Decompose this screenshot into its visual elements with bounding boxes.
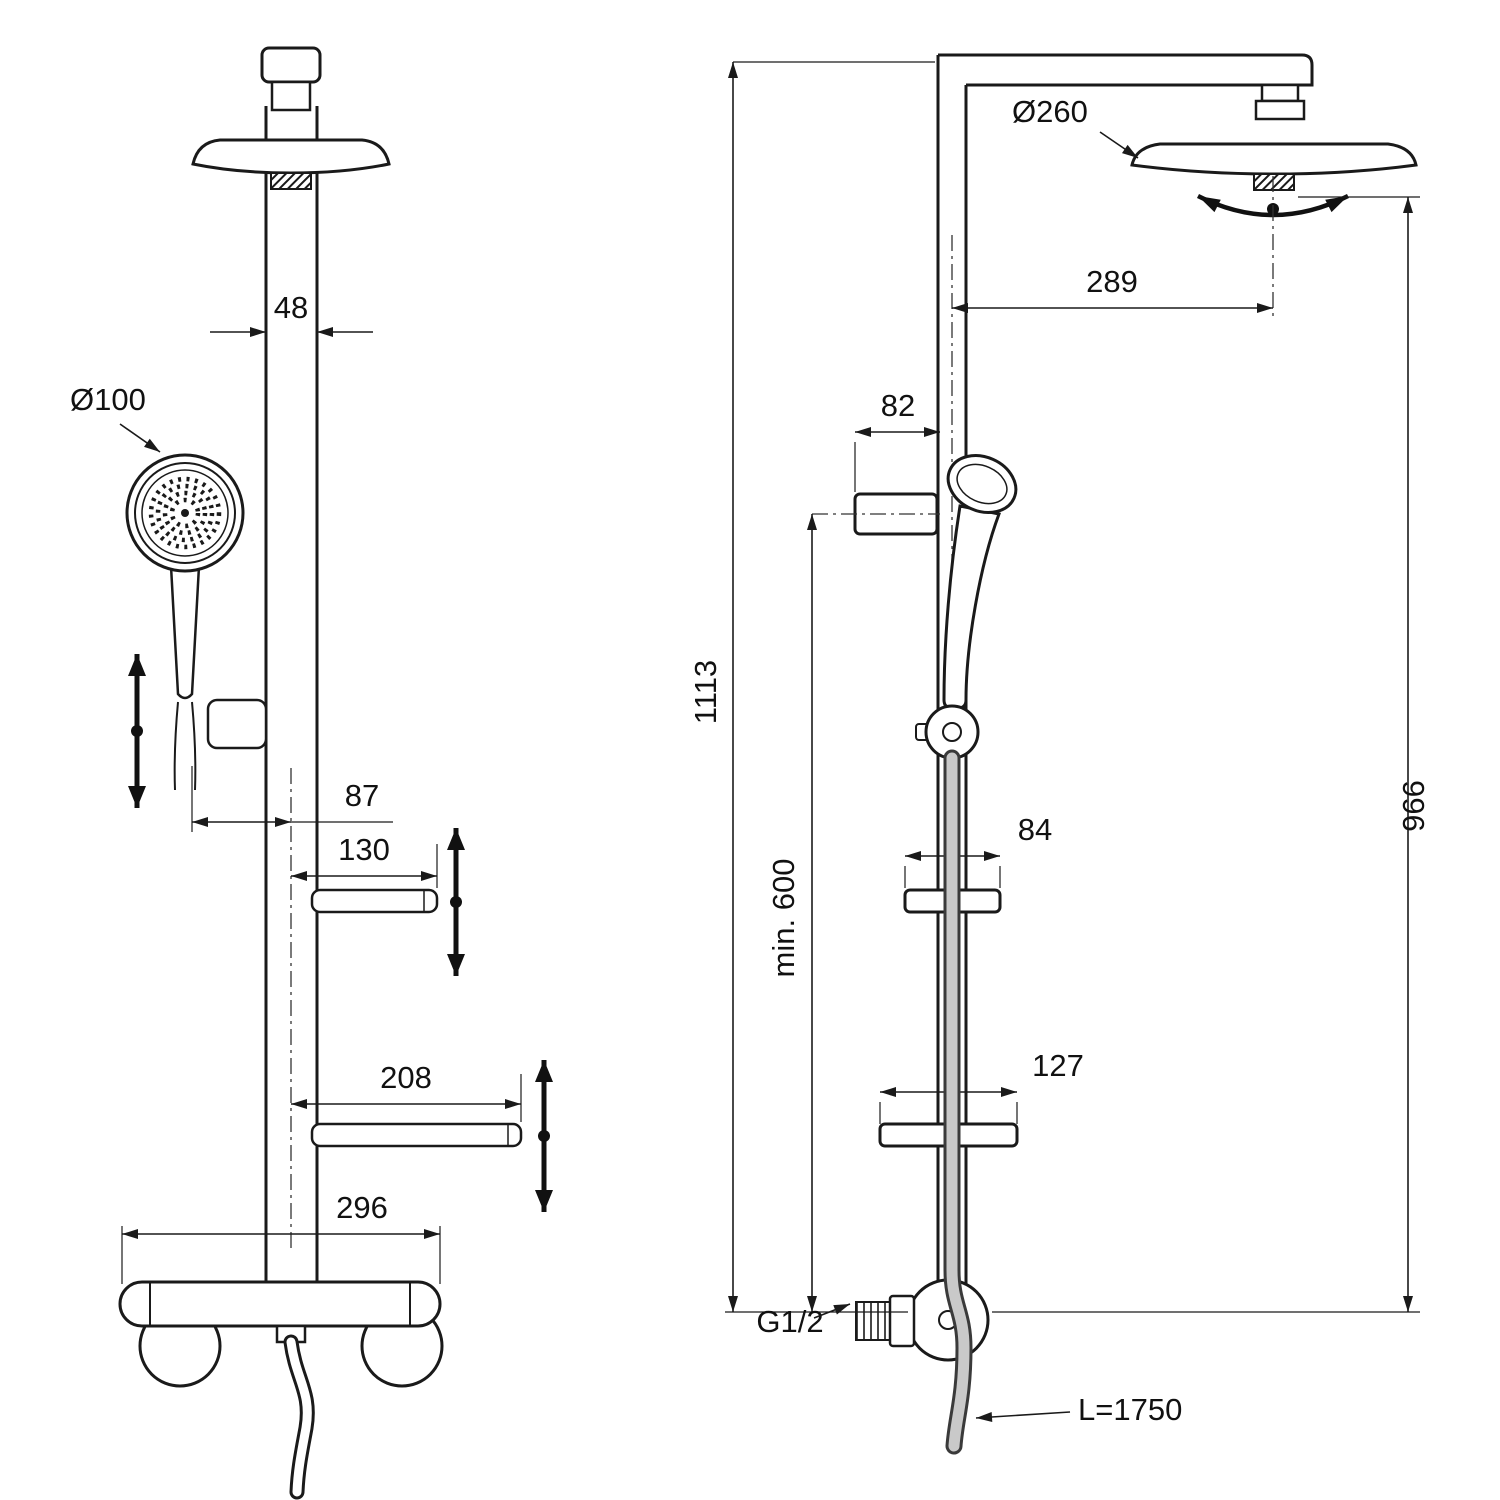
dimension-130-label: 130 (338, 832, 390, 867)
diameter-100-label: Ø100 (70, 382, 146, 417)
side-overhead-shower-head (1130, 142, 1418, 191)
dimension-87: 87 (191, 766, 393, 832)
label-g12-thread: G1/2 (756, 1303, 851, 1339)
front-hand-shower-holder (206, 698, 268, 750)
front-hand-shower (125, 453, 268, 791)
side-overhead-arm (938, 53, 1314, 121)
dimension-48-label: 48 (274, 290, 308, 325)
front-upper-shelf (310, 888, 439, 914)
dimension-966-label: 966 (1396, 780, 1431, 832)
dimension-966: 966 (992, 196, 1431, 1313)
hose-length-label: L=1750 (1078, 1392, 1182, 1427)
dimension-127-label: 127 (1032, 1048, 1084, 1083)
side-view: Ø260 289 82 (688, 53, 1431, 1455)
front-view: 48 Ø100 87 130 208 (70, 46, 553, 1500)
side-hand-shower (915, 454, 1018, 760)
dimension-48: 48 (210, 290, 373, 337)
lower-shelf-adjust-arrow (535, 1060, 553, 1212)
side-hand-shower-holder (853, 492, 939, 536)
dimension-82: 82 (854, 388, 940, 492)
diameter-260-label: Ø260 (1012, 94, 1088, 129)
dimension-1113-label: 1113 (688, 660, 723, 724)
dimension-84-label: 84 (1018, 812, 1052, 847)
dimension-84: 84 (904, 812, 1052, 888)
dimension-87-label: 87 (345, 778, 379, 813)
inlet-thread (855, 1301, 891, 1341)
side-spray-nozzle (1253, 173, 1295, 191)
front-spray-nozzle (270, 172, 312, 190)
dimension-1113: 1113 (688, 61, 935, 1313)
label-hose-length: L=1750 (975, 1392, 1182, 1427)
dimension-min600-label: min. 600 (766, 859, 801, 978)
g12-label: G1/2 (756, 1304, 823, 1339)
front-thermostat-mixer (118, 1280, 444, 1500)
front-hand-shower-handle (169, 564, 201, 700)
dimension-208-label: 208 (380, 1060, 432, 1095)
dimension-289: 289 (952, 264, 1273, 313)
front-top-connector (260, 46, 322, 112)
head-swivel-arrow (1196, 176, 1350, 316)
dimension-82-label: 82 (881, 388, 915, 423)
label-diameter-260: Ø260 (1012, 94, 1139, 159)
dimension-289-label: 289 (1086, 264, 1138, 299)
mixer-body (118, 1280, 442, 1328)
handshower-height-adjust-arrow (128, 654, 146, 808)
front-hand-shower-hose (173, 701, 179, 791)
front-overhead-shower-head (191, 138, 391, 190)
dimension-208: 208 (291, 1060, 522, 1122)
dimension-296-label: 296 (336, 1190, 388, 1225)
front-lower-shelf (310, 1122, 523, 1148)
dimension-min-600: min. 600 (766, 514, 817, 1312)
dimension-130: 130 (291, 832, 438, 888)
label-diameter-100: Ø100 (70, 382, 161, 453)
dimension-127: 127 (879, 1048, 1084, 1124)
side-shower-hose (943, 749, 973, 1455)
upper-shelf-adjust-arrow (447, 828, 465, 976)
dimension-296: 296 (121, 1190, 441, 1284)
